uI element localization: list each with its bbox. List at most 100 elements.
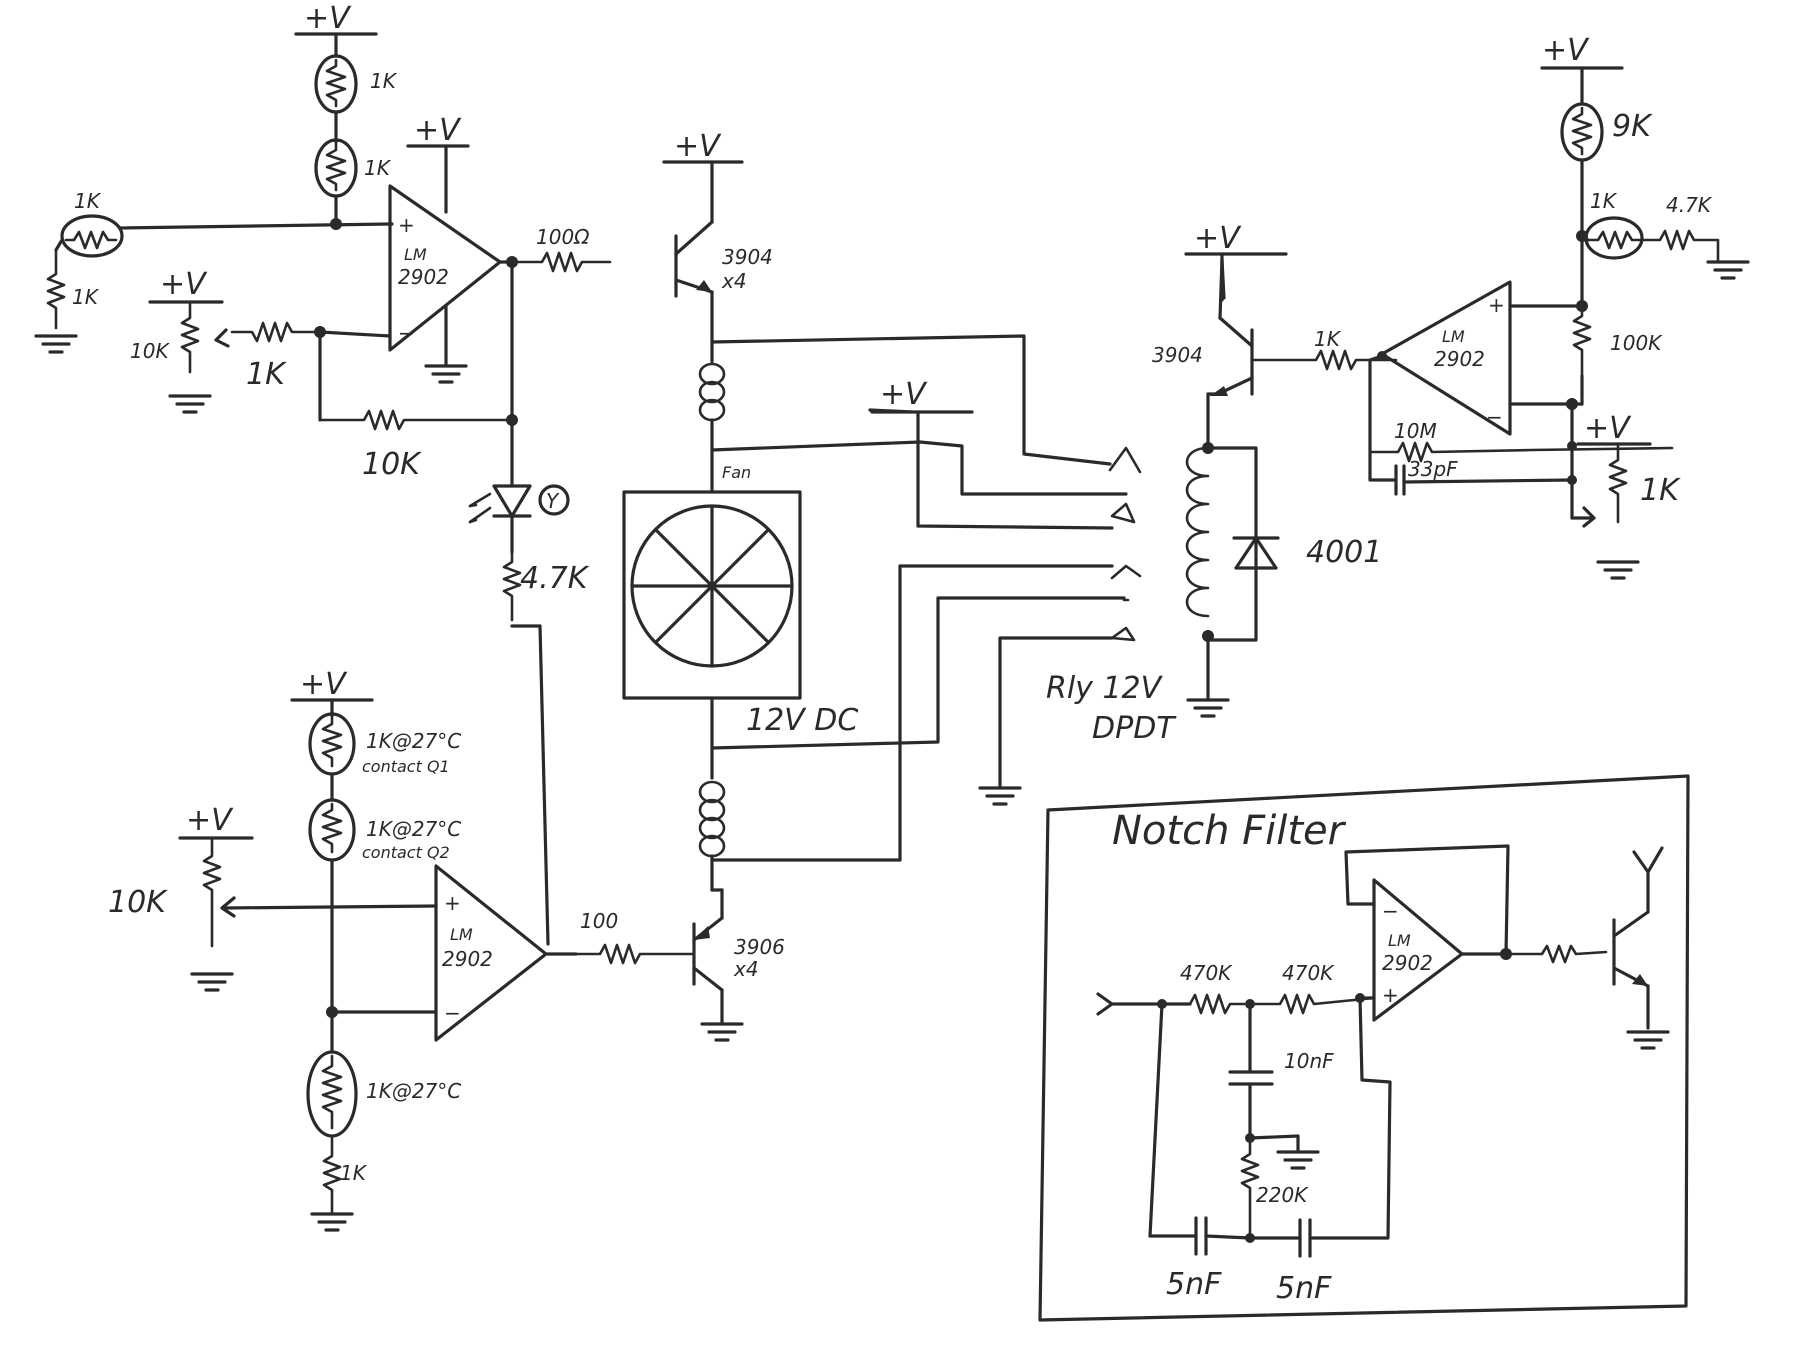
thermistor-1k-a: 1K bbox=[314, 54, 398, 114]
supply-rail-relay: +V bbox=[1184, 221, 1288, 302]
diode-4001: 4001 bbox=[1232, 535, 1382, 570]
svg-text:+V: +V bbox=[160, 267, 208, 302]
r-100-label: 100 bbox=[580, 909, 618, 933]
r-1k-bottom-label: 1K bbox=[340, 1161, 368, 1185]
supply-rail-right: +V bbox=[1540, 33, 1624, 106]
led-mark-label: Y bbox=[546, 489, 560, 513]
supply-rail-top-left: +V bbox=[294, 1, 378, 58]
resistor-1k-d: 1K bbox=[46, 248, 100, 330]
resistor-100: 100 bbox=[574, 909, 696, 965]
pot-1k-right: +V 1K bbox=[1576, 411, 1681, 580]
svg-text:−: − bbox=[398, 321, 415, 345]
x4-bottom-label: x4 bbox=[733, 957, 759, 981]
relay-coil bbox=[1185, 446, 1210, 618]
pot-10k-bottom-label: 10K bbox=[108, 885, 168, 920]
opamp-lm2902-notch: − + LM 2902 bbox=[1372, 878, 1464, 1022]
svg-text:LM: LM bbox=[404, 245, 427, 264]
r-100k-label: 100K bbox=[1610, 331, 1663, 355]
thermistor-9k: 9K bbox=[1560, 102, 1653, 162]
r-10k-fb-label: 10K bbox=[362, 447, 422, 482]
svg-text:LM: LM bbox=[1442, 327, 1465, 346]
svg-text:+V: +V bbox=[674, 129, 722, 164]
supply-rail-bottom-left: +V bbox=[290, 667, 374, 718]
diode-label: 4001 bbox=[1306, 535, 1382, 570]
inductor-top bbox=[698, 362, 726, 422]
svg-text:LM: LM bbox=[450, 925, 473, 944]
c-10nf-label: 10nF bbox=[1284, 1049, 1334, 1073]
svg-text:2902: 2902 bbox=[1382, 951, 1433, 975]
svg-text:+: + bbox=[1382, 983, 1399, 1007]
c-5nf-b-label: 5nF bbox=[1276, 1271, 1332, 1306]
q-3906-label: 3906 bbox=[734, 935, 785, 959]
opamp-lm2902-b: + − LM 2902 bbox=[434, 864, 548, 1042]
resistor-1k-bottom: 1K bbox=[322, 1134, 368, 1216]
pot-10k-bottom: +V 10K bbox=[108, 803, 254, 992]
r-1k-a-label: 1K bbox=[370, 69, 398, 93]
r-10m-label: 10M bbox=[1394, 419, 1437, 443]
c-33pf-label: 33pF bbox=[1408, 457, 1458, 481]
transistor-notch-out bbox=[1612, 846, 1670, 1050]
pot-1k-right-label: 1K bbox=[1640, 473, 1681, 508]
fan: 12V DC bbox=[622, 490, 858, 738]
svg-text:−: − bbox=[1382, 899, 1399, 923]
resistor-1k-relay: 1K bbox=[1250, 327, 1398, 371]
resistor-470k-b: 470K bbox=[1248, 961, 1376, 1015]
thermistor-1k-c: 1K bbox=[60, 189, 124, 258]
relay-contacts bbox=[1108, 446, 1142, 642]
svg-text:+V: +V bbox=[1194, 221, 1242, 256]
svg-text:+V: +V bbox=[880, 377, 928, 412]
r-9k-label: 9K bbox=[1612, 109, 1653, 144]
notch-filter-box: Notch Filter bbox=[1038, 774, 1690, 1322]
r-4k7-label: 4.7K bbox=[520, 561, 590, 596]
r-1k-d-label: 1K bbox=[72, 285, 100, 309]
r-1k-e-label: 1K bbox=[246, 357, 287, 392]
opamp-lm2902-right: + − LM 2902 bbox=[1380, 280, 1512, 436]
resistor-470k-a: 470K bbox=[1180, 961, 1246, 1015]
q-3904-relay-label: 3904 bbox=[1152, 343, 1203, 367]
svg-text:+V: +V bbox=[300, 667, 348, 702]
svg-text:2902: 2902 bbox=[442, 947, 493, 971]
th2-label: 1K@27°C bbox=[366, 817, 461, 841]
th3-label: 1K@27°C bbox=[366, 1079, 461, 1103]
transistor-3906: 3906 x4 bbox=[692, 888, 785, 1042]
resistor-4k7-right: 4.7K bbox=[1640, 193, 1750, 280]
supply-label: +V bbox=[304, 1, 352, 36]
x4-top-label: x4 bbox=[721, 269, 747, 293]
r-470k-a-label: 470K bbox=[1180, 961, 1233, 985]
svg-text:+V: +V bbox=[1542, 33, 1590, 68]
fan-12v-label: 12V DC bbox=[746, 703, 858, 738]
r-1k-b-label: 1K bbox=[364, 156, 392, 180]
transistor-3904-relay: 3904 bbox=[1152, 258, 1254, 396]
supply-rail-opamp-a: +V bbox=[406, 113, 470, 214]
q-3904-top-label: 3904 bbox=[722, 245, 773, 269]
thermistor-1k-b: 1K bbox=[314, 138, 392, 198]
thermistor-q1: 1K@27°C contact Q1 bbox=[308, 712, 461, 776]
svg-text:+: + bbox=[1488, 293, 1505, 317]
fan-small-label: Fan bbox=[722, 463, 751, 482]
svg-text:−: − bbox=[1486, 405, 1503, 429]
r-1k-c-label: 1K bbox=[74, 189, 102, 213]
thermistor-3: 1K@27°C bbox=[306, 1050, 461, 1138]
svg-text:LM: LM bbox=[1388, 931, 1411, 950]
supply-rail-relay-contacts: +V bbox=[870, 377, 974, 414]
capacitor-10nf: 10nF bbox=[1228, 1049, 1334, 1086]
resistor-10k-feedback: 10K bbox=[318, 409, 514, 482]
led-indicator: Y bbox=[468, 484, 570, 524]
svg-text:−: − bbox=[444, 1001, 461, 1025]
r-220k-label: 220K bbox=[1256, 1183, 1309, 1207]
svg-text:+V: +V bbox=[414, 113, 462, 148]
th2-note: contact Q2 bbox=[362, 843, 450, 862]
svg-text:+: + bbox=[398, 213, 415, 237]
r-1k-relay-label: 1K bbox=[1314, 327, 1342, 351]
resistor-1k-e: 1K bbox=[230, 321, 322, 392]
r-100ohm-label: 100Ω bbox=[536, 225, 590, 249]
svg-text:+V: +V bbox=[1584, 411, 1632, 446]
svg-text:2902: 2902 bbox=[398, 265, 449, 289]
supply-rail-q-top: +V bbox=[662, 129, 744, 164]
resistor-4k7: 4.7K bbox=[502, 550, 590, 622]
notch-title: Notch Filter bbox=[1112, 808, 1347, 854]
resistor-100-ohm: 100Ω bbox=[510, 225, 612, 273]
resistor-100k: 100K bbox=[1572, 304, 1663, 382]
capacitor-33pf: 33pF bbox=[1388, 457, 1574, 496]
